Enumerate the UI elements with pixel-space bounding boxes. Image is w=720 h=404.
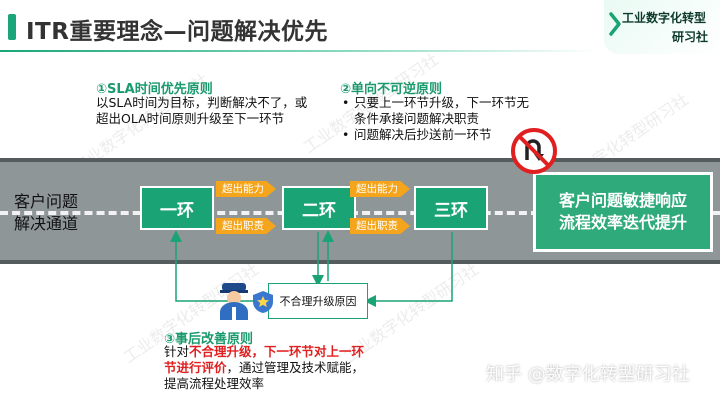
lane-label: 客户问题 解决通道 bbox=[14, 191, 78, 235]
principle-2-heading: ②单向不可逆原则 bbox=[340, 82, 443, 97]
logo-text-line1: 工业数字化转型 bbox=[622, 11, 707, 25]
principle-2-bullet: 问题解决后抄送前一环节 bbox=[340, 127, 540, 143]
lane-label-line1: 客户问题 bbox=[14, 192, 79, 211]
principle-3-heading: ③事后改善原则 bbox=[164, 332, 254, 347]
shield-badge-icon bbox=[253, 291, 273, 313]
tag-beyond-duty-1: 超出职责 bbox=[216, 218, 276, 234]
result-box: 客户问题敏捷响应 流程效率迭代提升 bbox=[533, 172, 713, 252]
page-title: ITR重要理念—问题解决优先 bbox=[26, 19, 328, 45]
tag-beyond-capability-1: 超出能力 bbox=[216, 181, 276, 197]
stage-1-box: 一环 bbox=[140, 186, 214, 230]
stage-3-box: 三环 bbox=[414, 186, 488, 230]
no-u-turn-icon bbox=[511, 128, 557, 174]
principle-3-prefix: 针对 bbox=[164, 344, 190, 359]
principle-2-bullets: 只要上一环节升级，下一环节无条件承接问题解决职责 问题解决后抄送前一环节 bbox=[340, 95, 540, 143]
logo-chevron-icon bbox=[609, 12, 621, 36]
footer-attribution: 知乎 @数字化转型研习社 bbox=[486, 364, 690, 385]
principle-1-heading: ①SLA时间优先原则 bbox=[96, 82, 213, 97]
principle-3-highlight: 不合理升级，下一环节对上一环节进行评价 bbox=[164, 344, 365, 375]
tag-beyond-duty-2: 超出职责 bbox=[350, 218, 410, 234]
brand-logo: 工业数字化转型 研习社 bbox=[604, 0, 720, 54]
result-line2: 流程效率迭代提升 bbox=[558, 213, 687, 232]
police-officer-icon bbox=[220, 283, 248, 320]
principle-3-body: 针对不合理升级，下一环节对上一环节进行评价，通过管理及技术赋能，提高流程处理效率 bbox=[164, 344, 370, 392]
lane-label-line2: 解决通道 bbox=[14, 214, 79, 233]
title-bar: ITR重要理念—问题解决优先 bbox=[0, 6, 720, 48]
logo-text-line2: 研习社 bbox=[672, 30, 709, 44]
principle-2-bullet: 只要上一环节升级，下一环节无条件承接问题解决职责 bbox=[340, 95, 540, 127]
stage-2-box: 二环 bbox=[282, 186, 356, 230]
principle-1-body: 以SLA时间为目标，判断解决不了，或超出OLA时间原则升级至下一环节 bbox=[96, 95, 308, 126]
title-underline bbox=[0, 50, 600, 52]
lane-divider bbox=[0, 211, 720, 215]
result-line1: 客户问题敏捷响应 bbox=[558, 191, 687, 210]
tag-beyond-capability-2: 超出能力 bbox=[350, 181, 410, 197]
principle-3-suffix: ，通过管理及技术赋能，提高流程处理效率 bbox=[164, 360, 365, 391]
unreasonable-escalation-reason-box: 不合理升级原因 bbox=[268, 283, 368, 319]
title-accent bbox=[8, 14, 16, 40]
